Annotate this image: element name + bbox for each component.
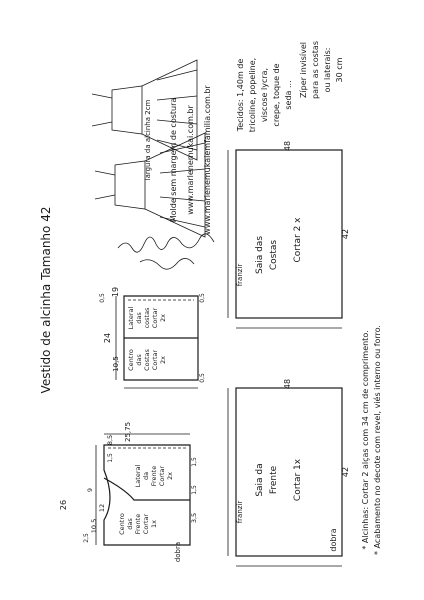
skirt-front-label-2: Frente	[269, 465, 279, 494]
finishing-note: * Acabamento no decote com revel, viés i…	[372, 325, 382, 555]
skirt-back-label-2: Costas	[269, 240, 279, 271]
bodice-back-dim-10-5: 10,5	[112, 356, 120, 372]
bodice-back-dim-0-5-c: 0,5	[199, 373, 206, 383]
skirt-front-height: 48	[283, 379, 292, 389]
bodice-front-fold: dobra	[174, 542, 182, 562]
bf-center-4: Cortar	[142, 513, 150, 534]
bb-center-4: Cortar	[151, 349, 159, 370]
fabric-line-3: viscose lycra,	[260, 68, 269, 122]
skirt-front-piece: 48 42 franzir Saia da Frente Cortar 1x d…	[227, 379, 350, 567]
fabric-line-2: tricoline, popeline,	[248, 58, 257, 132]
dress-sketch-front	[94, 132, 206, 238]
strap-width-note: largura da alcinha 2cm	[144, 99, 152, 180]
bodice-front-dim-3-5: 3,5	[190, 513, 198, 523]
bb-side-5: 2x	[159, 314, 167, 322]
bb-side-4: Cortar	[151, 307, 159, 328]
bb-side-3: costas	[143, 307, 151, 328]
bb-center-3: Costas	[143, 348, 151, 370]
fabric-line-7: para as costas	[311, 41, 320, 99]
bodice-front-dim-1-5-a: 1,5	[191, 457, 198, 467]
bodice-back-center-label: Centro das Costas Cortar 2x	[127, 348, 167, 370]
skirt-back-height: 48	[283, 141, 292, 151]
bodice-back-dim-0-5-b: 0,5	[199, 293, 206, 303]
fabric-line-5: seda ...	[284, 80, 293, 109]
skirt-front-label-1: Saia da	[255, 463, 265, 496]
bodice-front-dim-26: 26	[59, 500, 68, 510]
fabric-line-1: Tecidos: 1,40m de	[236, 59, 245, 133]
bf-side-2: da	[142, 472, 150, 480]
bf-side-4: Cortar	[158, 465, 166, 486]
skirt-back-width: 42	[341, 229, 350, 239]
fabric-line-6: Zíper invisível	[299, 42, 308, 98]
bodice-front-piece: 26 25,75 8,5 10,5 12 9 3,5 1,5 1,5 2,5 1…	[59, 422, 198, 562]
pattern-title: Vestido de alcinha Tamanho 42	[39, 207, 53, 394]
signature-mark-2	[139, 258, 195, 270]
skirt-back-label-1: Saia das	[255, 236, 265, 274]
bodice-front-side-label: Lateral da Frente Cortar 2x	[134, 465, 174, 488]
skirt-front-width: 42	[341, 467, 350, 477]
bb-side-1: Lateral	[127, 307, 135, 330]
bf-center-3: Frente	[134, 514, 142, 534]
bf-side-1: Lateral	[134, 465, 142, 488]
bodice-back-dim-24: 24	[103, 333, 112, 343]
fabric-line-4: crepe, toque de	[272, 63, 281, 126]
fabric-notes: Tecidos: 1,40m de tricoline, popeline, v…	[236, 41, 344, 132]
bodice-front-dim-1-5-c: 1,5	[107, 453, 114, 463]
bodice-back-dim-0-5-a: 0,5	[99, 293, 106, 303]
bf-center-1: Centro	[118, 513, 126, 535]
skirt-back-piece: 48 42 franzir Saia das Costas Cortar 2 x	[227, 141, 350, 329]
skirt-front-fold: dobra	[329, 528, 338, 551]
signature-mark	[117, 233, 215, 253]
bodice-front-dim-25-75: 25,75	[124, 422, 132, 442]
bb-center-2: das	[135, 354, 143, 366]
bodice-front-dim-10-5: 10,5	[90, 519, 98, 533]
fabric-line-8: ou laterais:	[323, 48, 332, 93]
skirt-front-gather: franzir	[236, 501, 244, 524]
bodice-front-dim-2-5: 2,5	[83, 533, 90, 543]
bf-side-3: Frente	[150, 466, 158, 486]
no-seam-note: Molde sem margem de costura	[169, 98, 178, 223]
straps-note: * Alcinhas: Cortar 2 alças com 34 cm de …	[361, 330, 370, 549]
bf-side-5: 2x	[166, 472, 174, 480]
skirt-back-label-3: Cortar 2 x	[293, 217, 303, 263]
bodice-front-dim-1-5-b: 1,5	[191, 485, 198, 495]
bf-center-2: das	[126, 518, 134, 530]
url-marlenemukai: www.marlenemukai.com.br	[186, 105, 195, 215]
bodice-front-dim-8-5: 8,5	[106, 435, 114, 445]
bb-center-5: 2x	[159, 356, 167, 364]
skirt-front-label-3: Cortar 1x	[293, 458, 303, 501]
bb-center-1: Centro	[127, 349, 135, 371]
url-marlenemukaiemfamilia: www.marlenemukaiemfamilia.com.br	[203, 85, 212, 235]
dress-sketch-back	[91, 59, 198, 161]
bodice-back-dim-19: 19	[111, 287, 120, 297]
bodice-back-side-label: Lateral das costas Cortar 2x	[127, 307, 167, 330]
skirt-back-gather: franzir	[236, 264, 244, 287]
bf-center-5: 1x	[150, 520, 158, 528]
bb-side-2: das	[135, 312, 143, 324]
bodice-front-dim-12: 12	[98, 504, 106, 512]
bodice-front-dim-9: 9	[86, 488, 94, 492]
fabric-line-9: 30 cm	[335, 57, 344, 82]
bodice-back-piece: 24 19 10,5 0,5 0,5 0,5 Centro das Costas…	[99, 287, 206, 389]
bodice-front-center-label: Centro das Frente Cortar 1x	[118, 513, 158, 535]
